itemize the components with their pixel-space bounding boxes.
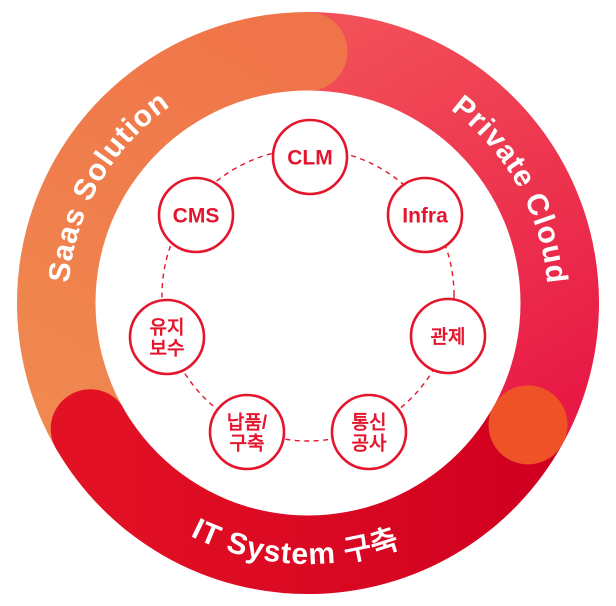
- node-cms-circle: [157, 176, 235, 254]
- node-delivery-build: 납품/ 구축: [208, 393, 286, 471]
- node-infra: Infra: [386, 176, 464, 254]
- node-cms: CMS: [157, 176, 235, 254]
- node-telecom-works: 통신 공사: [330, 393, 408, 471]
- segment-cap-bottom-left: [50, 389, 130, 469]
- node-telecom-works-label-line2: 공사: [352, 433, 387, 455]
- node-clm-circle: [271, 118, 349, 196]
- node-delivery-build-label-line2: 구축: [230, 433, 265, 455]
- node-clm-label: CLM: [287, 147, 333, 170]
- node-maintenance-label-line2: 보수: [150, 338, 185, 360]
- node-clm: CLM: [271, 118, 349, 196]
- segment-cap-bottom-right: [488, 385, 568, 465]
- node-delivery-build-label-line1: 납품/: [227, 412, 268, 434]
- node-control-label: 관제: [431, 326, 466, 348]
- node-cms-label: CMS: [173, 205, 220, 228]
- node-control-circle: [409, 297, 487, 375]
- node-maintenance-circle: [128, 298, 206, 376]
- node-infra-label: Infra: [402, 205, 448, 228]
- segment-it-system-arc: [56, 405, 563, 594]
- node-infra-circle: [386, 176, 464, 254]
- node-telecom-works-circle: [330, 393, 408, 471]
- segment-cap-top: [268, 12, 348, 91]
- node-maintenance-label-line1: 유지: [150, 317, 185, 339]
- segment-private-cloud-arc: [307, 12, 599, 445]
- node-delivery-build-circle: [208, 393, 286, 471]
- node-telecom-works-label-line1: 통신: [352, 412, 387, 434]
- ring-band: [16, 12, 599, 594]
- segment-saas-solution-arc: [16, 12, 309, 449]
- node-maintenance: 유지 보수: [128, 298, 206, 376]
- node-control: 관제: [409, 297, 487, 375]
